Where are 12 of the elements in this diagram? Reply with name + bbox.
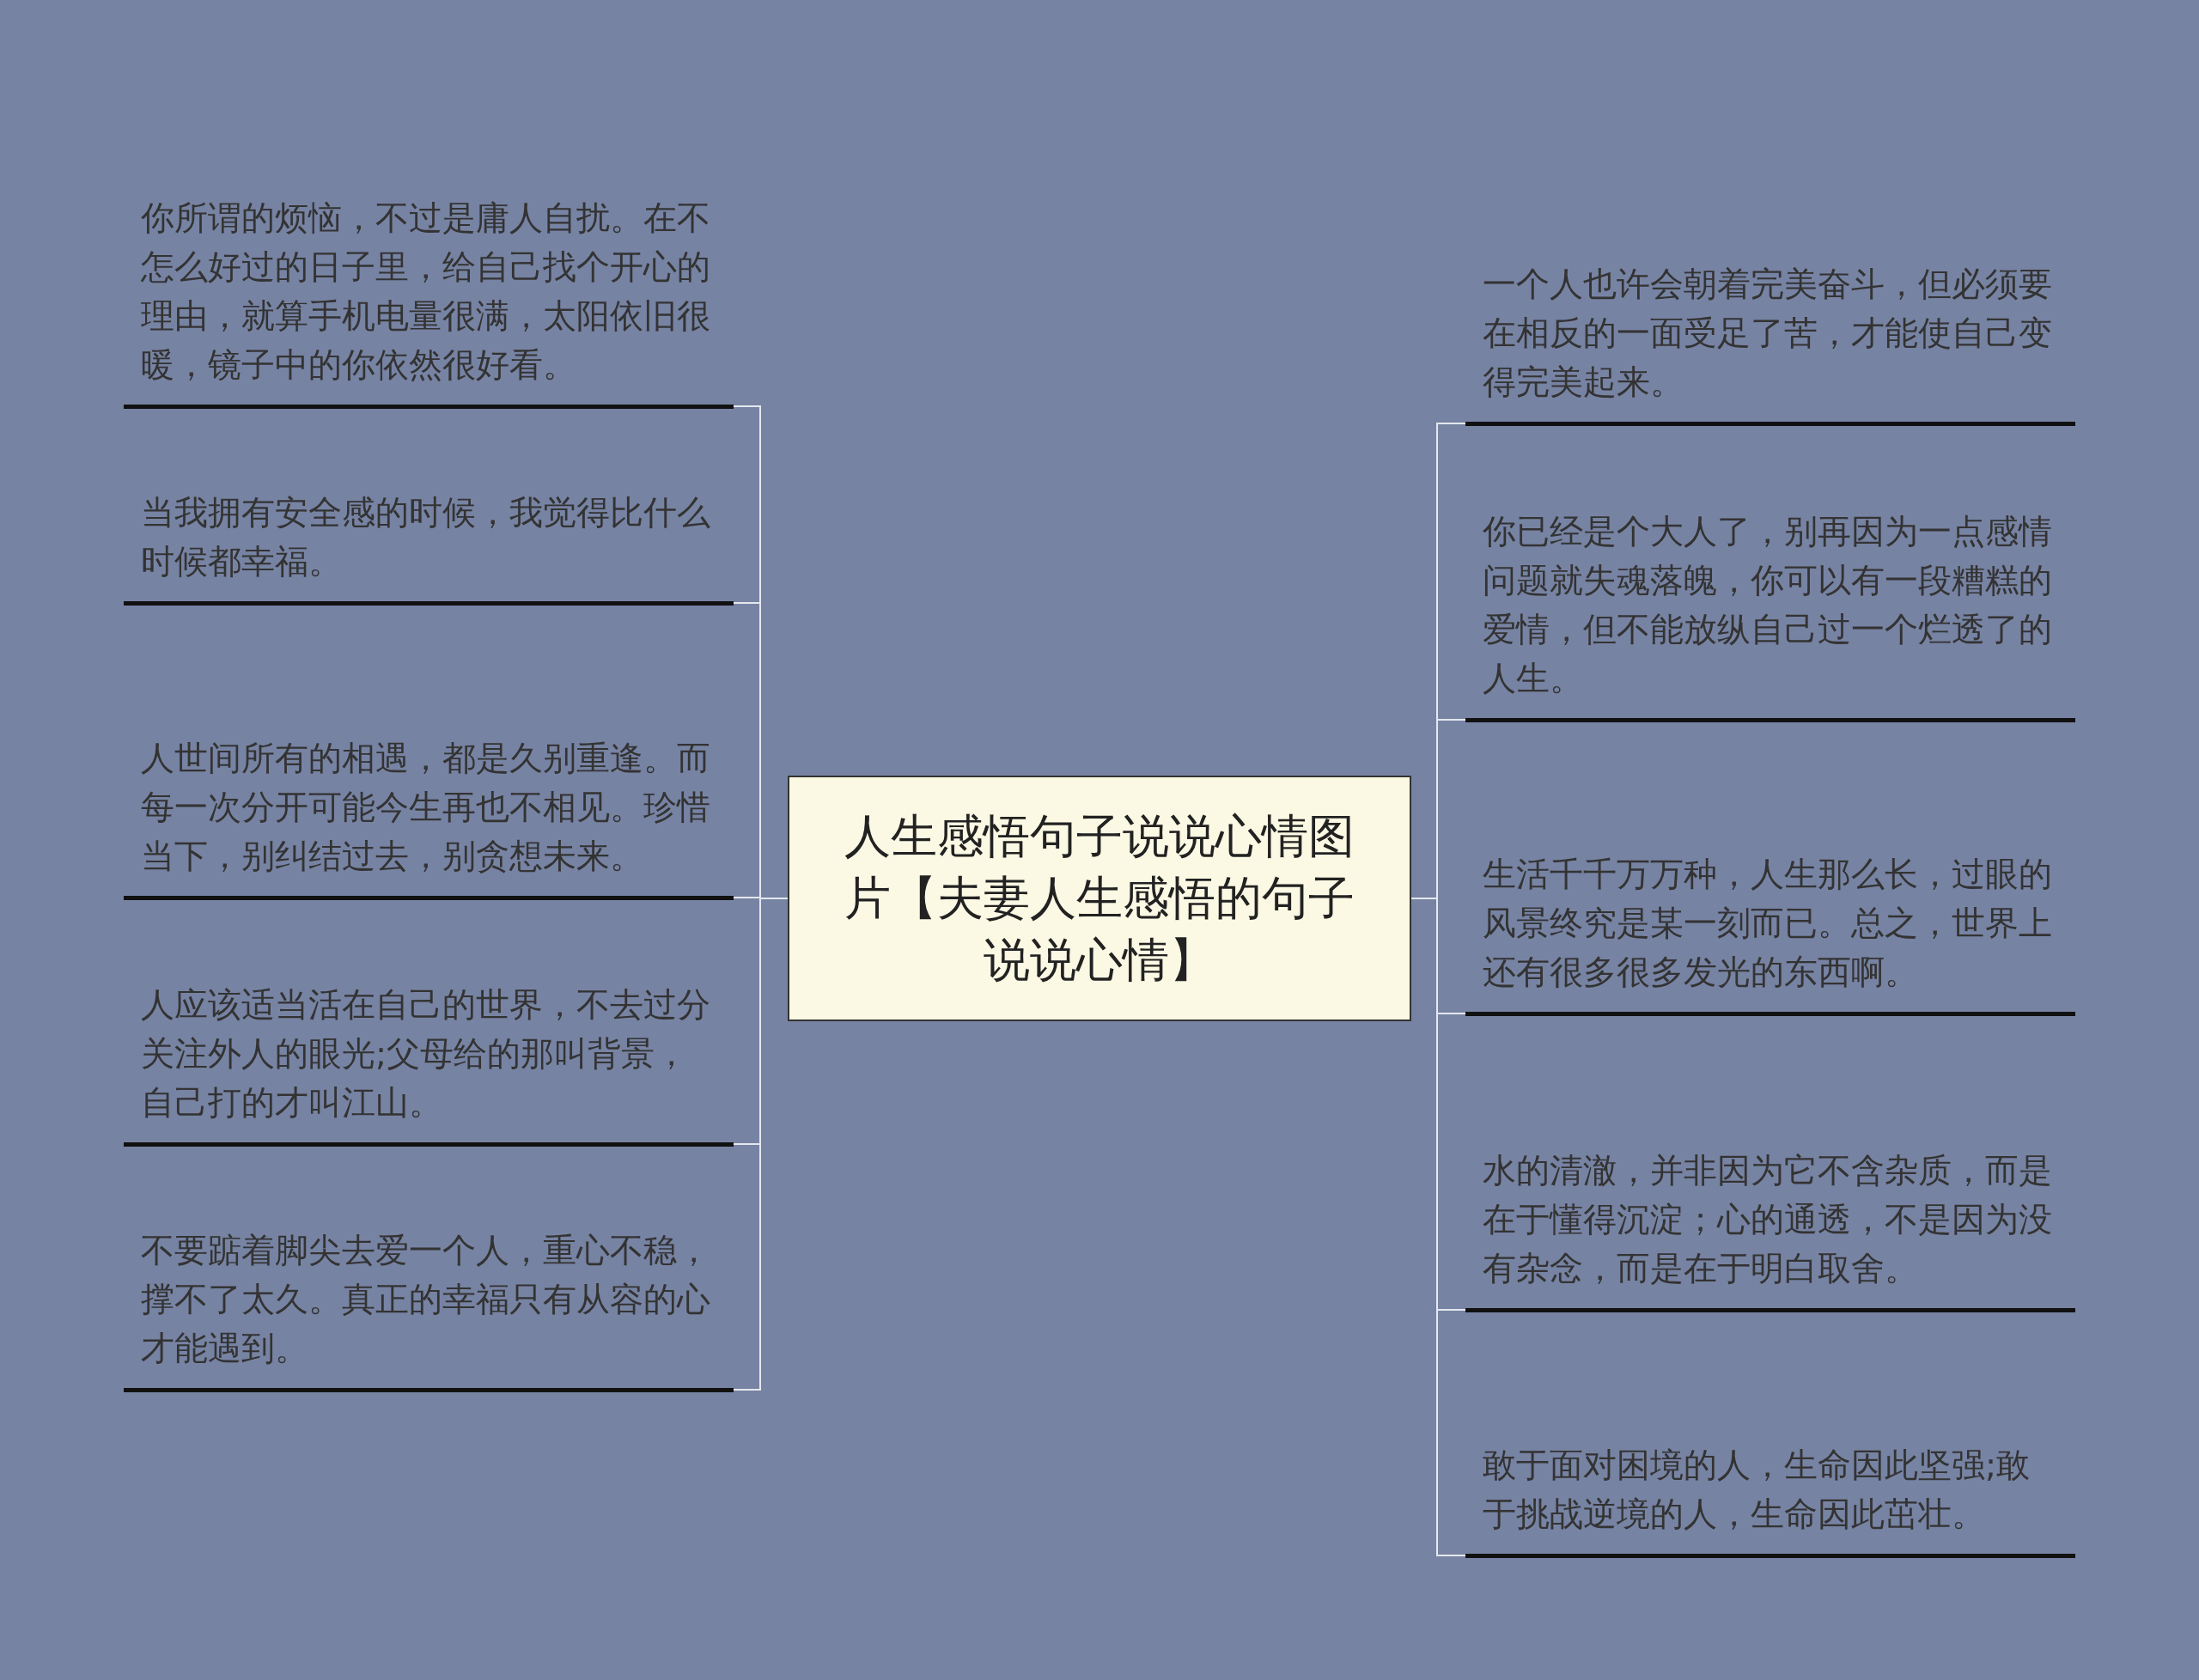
quote-text: 不要踮着脚尖去爱一个人，重心不稳，撑不了太久。真正的幸福只有从容的心才能遇到。 [141, 1230, 711, 1369]
central-topic-box [788, 776, 1411, 1021]
quote-text: 水的清澈，并非因为它不含杂质，而是在于懂得沉淀；心的通透，不是因为没有杂念，而是在于明白取舍。 [1483, 1150, 2053, 1289]
topic-title: 人生感悟句子说说心情图片【夫妻人生感悟的句子说说心情】 [844, 808, 1355, 989]
quote-text: 一个人也许会朝着完美奋斗，但必须要在相反的一面受足了苦，才能使自己变得完美起来。 [1483, 264, 2053, 403]
quote-text: 你所谓的烦恼，不过是庸人自扰。在不怎么好过的日子里，给自己找个开心的理由，就算手机电量很满，太阳依旧很暖，镜子中的你依然很好看。 [141, 198, 711, 386]
quote-text: 当我拥有安全感的时候，我觉得比什么时候都幸福。 [141, 492, 711, 582]
quote-text: 敢于面对困境的人，生命因此坚强;敢于挑战逆境的人，生命因此茁壮。 [1483, 1445, 2031, 1535]
quote-text: 你已经是个大人了，别再因为一点感情问题就失魂落魄，你可以有一段糟糕的爱情，但不能放纵自己过一个烂透了的人生。 [1483, 511, 2053, 699]
quote-text: 人世间所有的相遇，都是久别重逢。而每一次分开可能今生再也不相见。珍惜当下，别纠结过去，别贪想未来。 [141, 738, 711, 877]
quote-text: 生活千千万万种，人生那么长，过眼的风景终究是某一刻而已。总之，世界上还有很多很多发光的东西啊。 [1483, 854, 2053, 993]
quote-text: 人应该适当活在自己的世界，不去过分关注外人的眼光;父母给的那叫背景，自己打的才叫江山。 [141, 984, 711, 1123]
